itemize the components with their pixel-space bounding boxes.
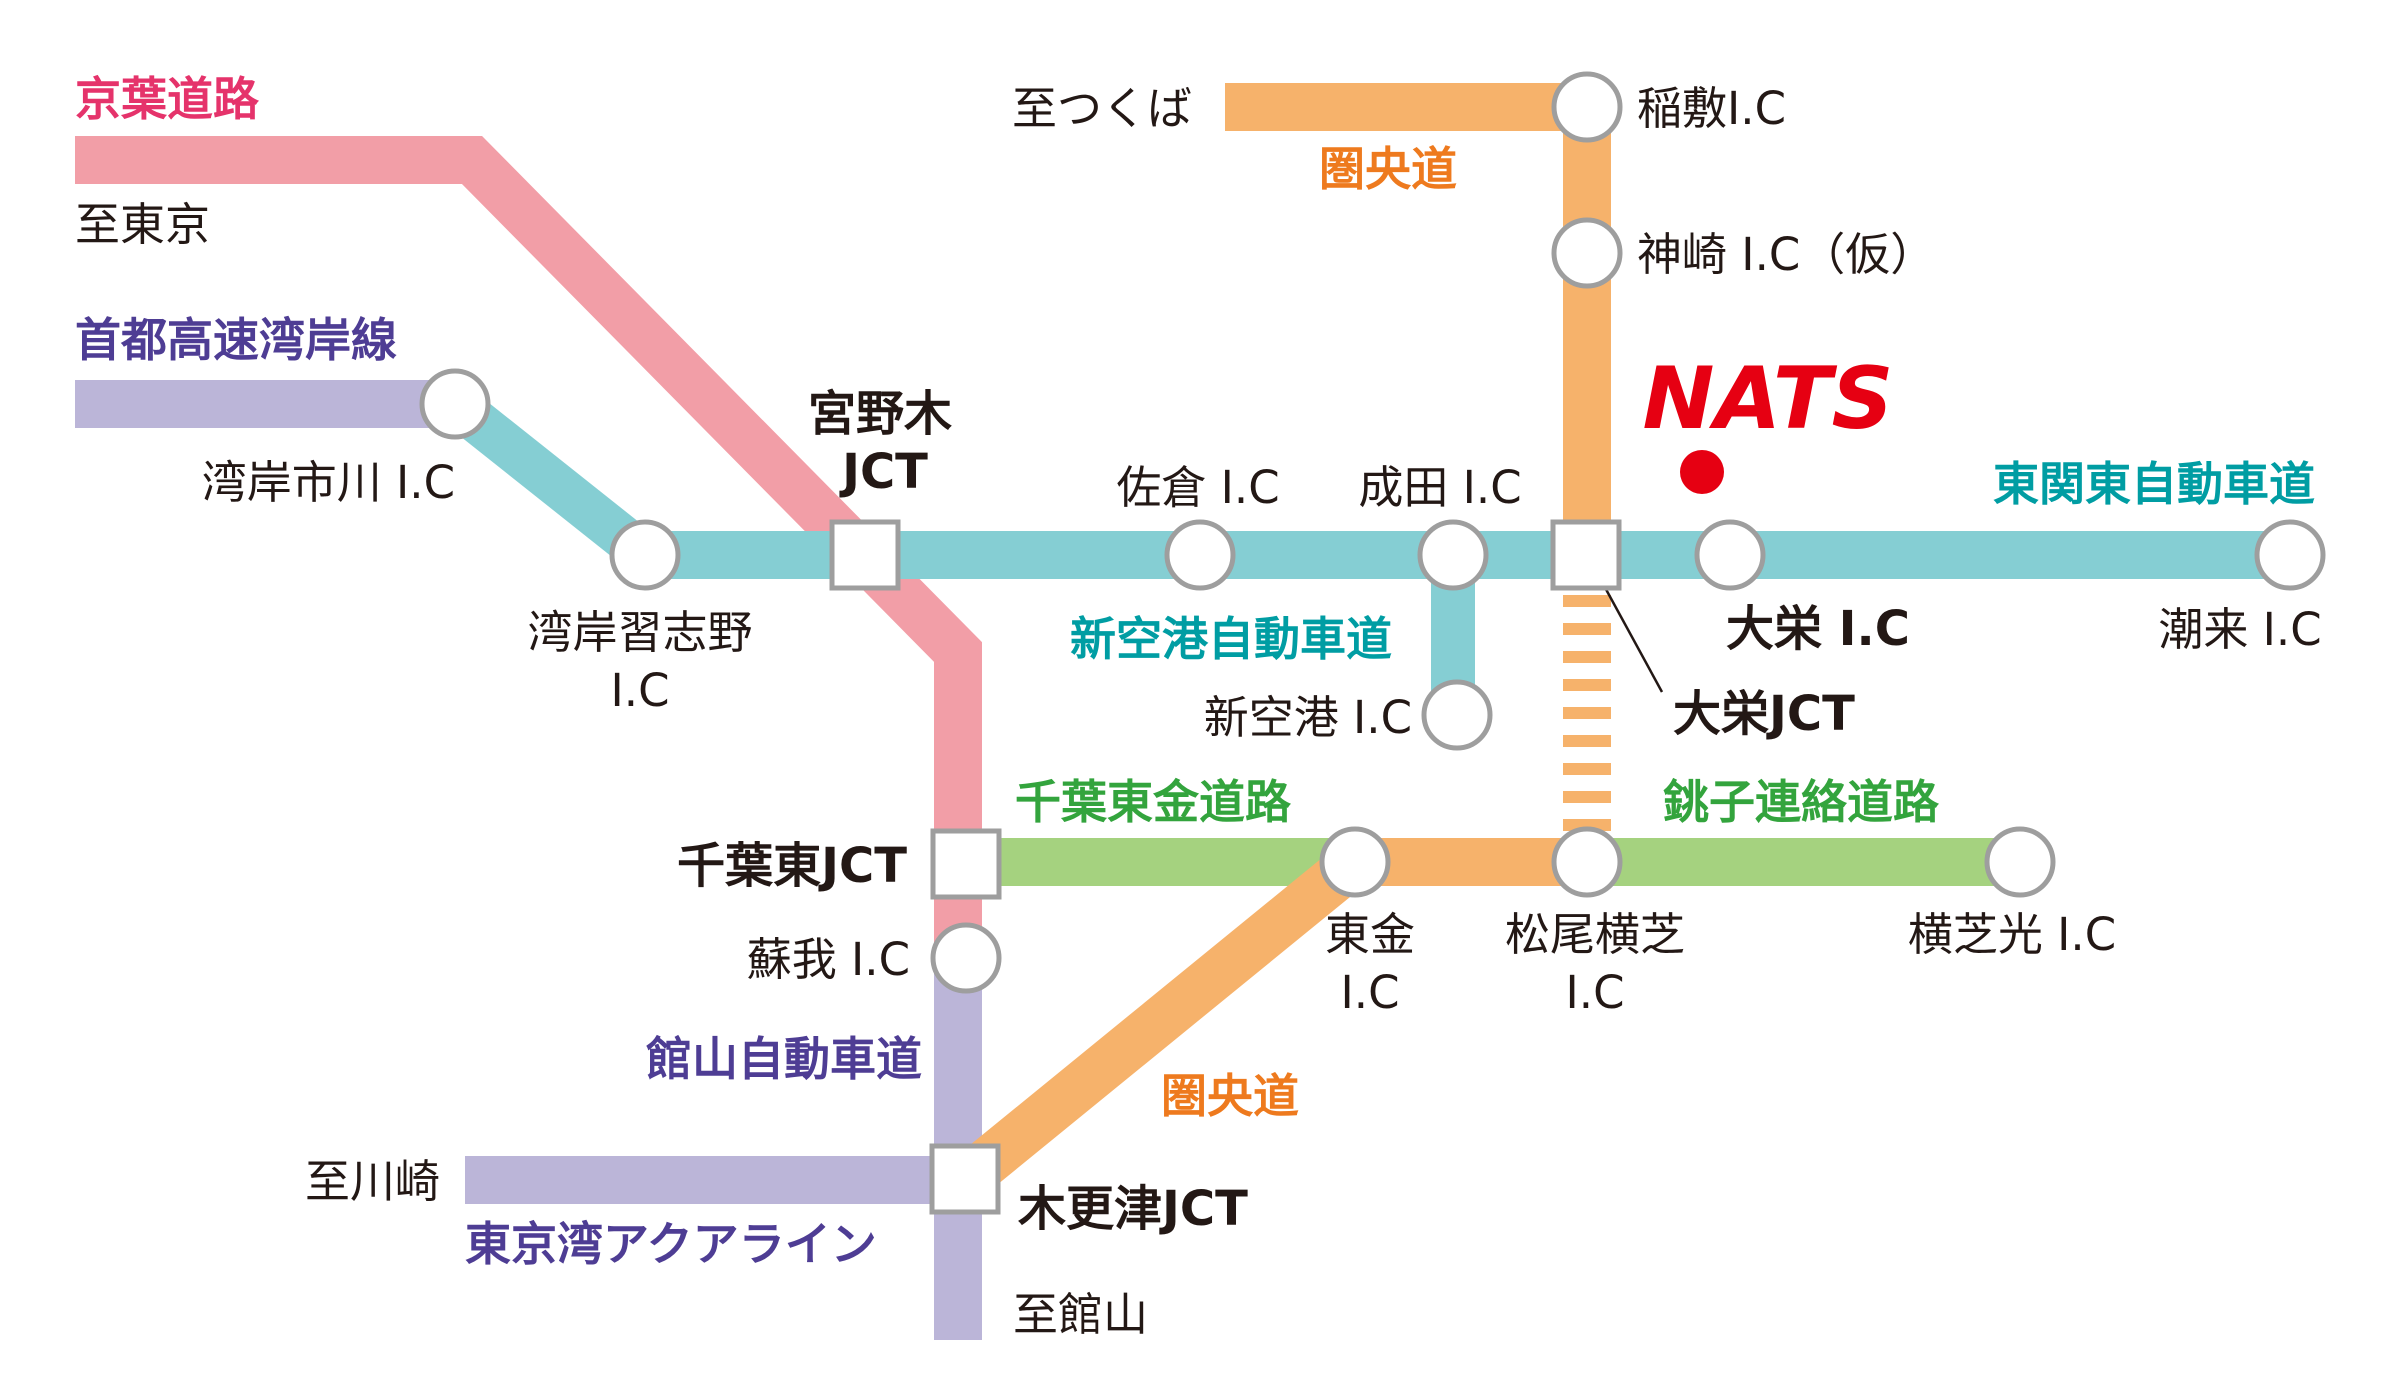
taiei-jct-node[interactable] [1550, 519, 1622, 591]
wangan-road-name: 首都高速湾岸線 [75, 313, 397, 367]
dest-tokyo: 至東京 [75, 198, 210, 251]
higashikanto-road-name: 東関東自動車道 [1993, 457, 2315, 511]
matsuo-yokoshiba-ic-node[interactable] [1551, 826, 1623, 898]
soga-label: 蘇我 I.C [747, 933, 910, 986]
togane-label-2: I.C [1341, 966, 1400, 1019]
taiei-ic-label: 大栄 I.C [1726, 601, 1910, 657]
narita-label: 成田 I.C [1358, 461, 1521, 514]
inashiki-label: 稲敷I.C [1637, 82, 1786, 135]
miyanogi-jct-label-1: 宮野木 [808, 386, 952, 442]
togane-label-1: 東金 [1325, 908, 1415, 961]
chiba-togane-road-name: 千葉東金道路 [1015, 775, 1292, 829]
wangan-ichikawa-label: 湾岸市川 I.C [202, 456, 455, 509]
miyanogi-jct-label-2: JCT [839, 444, 928, 500]
sakura-ic-node[interactable] [1164, 519, 1236, 591]
itako-label: 潮来 I.C [2158, 603, 2321, 656]
taiei-ic-node[interactable] [1694, 519, 1766, 591]
nats-location-marker[interactable] [1680, 450, 1724, 494]
wangan-connector-line [441, 386, 659, 573]
kisarazu-jct-label: 木更津JCT [1018, 1181, 1248, 1237]
inashiki-ic-node[interactable] [1551, 71, 1623, 143]
yokoshibahikari-label: 横芝光 I.C [1908, 908, 2116, 961]
wangan-narashino-label-1: 湾岸習志野 [527, 606, 752, 659]
aqualine-road-name: 東京湾アクアライン [465, 1217, 877, 1271]
nats-logo: NATS [1643, 349, 1894, 449]
yokoshibahikari-ic-node[interactable] [1984, 826, 2056, 898]
wangan-narashino-label-2: I.C [611, 664, 670, 717]
keiyo-road-line [75, 136, 982, 1170]
kenodo-south-line [949, 838, 1587, 1199]
kozaki-label: 神崎 I.C（仮） [1637, 228, 1935, 281]
keiyo-road-name: 京葉道路 [75, 72, 260, 126]
choshi-road-name: 銚子連絡道路 [1663, 775, 1940, 829]
togane-ic-node[interactable] [1319, 826, 1391, 898]
taiei-jct-label: 大栄JCT [1673, 686, 1855, 742]
chibahigashi-jct-node[interactable] [930, 828, 1002, 900]
wangan-narashino-ic-node[interactable] [609, 519, 681, 591]
kozaki-ic-node[interactable] [1551, 217, 1623, 289]
shinkuko-road-name: 新空港自動車道 [1070, 612, 1392, 666]
soga-ic-node[interactable] [930, 922, 1002, 994]
matsuo-label-1: 松尾横芝 [1505, 908, 1685, 961]
dest-kawasaki: 至川崎 [305, 1155, 440, 1208]
dest-tsukuba: 至つくば [1012, 82, 1192, 135]
kenodo-south-road-name: 圏央道 [1161, 1069, 1299, 1123]
miyanogi-jct-node[interactable] [829, 519, 901, 591]
wangan-ichikawa-ic-node[interactable] [419, 368, 491, 440]
shinkuko-label: 新空港 I.C [1204, 691, 1412, 744]
dest-tateyama: 至館山 [1013, 1288, 1148, 1341]
tateyama-road-name: 館山自動車道 [646, 1032, 922, 1086]
matsuo-label-2: I.C [1566, 966, 1625, 1019]
kenodo-north-road-name: 圏央道 [1319, 142, 1457, 196]
chibahigashi-jct-label: 千葉東JCT [677, 838, 907, 894]
sakura-label: 佐倉 I.C [1116, 461, 1279, 514]
narita-ic-node[interactable] [1417, 519, 1489, 591]
itako-ic-node[interactable] [2254, 519, 2326, 591]
kisarazu-jct-node[interactable] [929, 1143, 1001, 1215]
shinkuko-ic-node[interactable] [1421, 679, 1493, 751]
